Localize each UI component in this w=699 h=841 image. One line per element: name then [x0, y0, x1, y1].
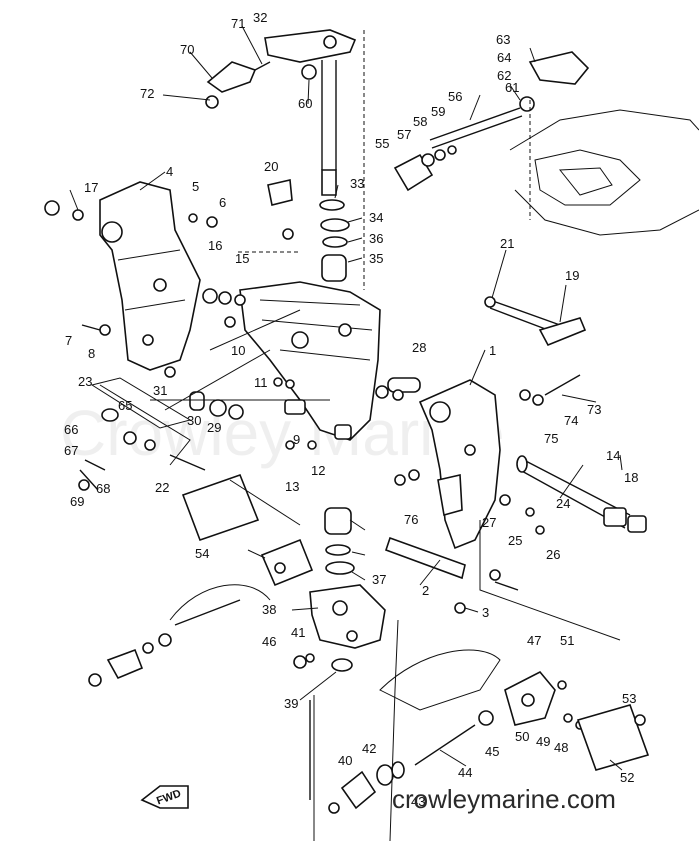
callout-24: 24 [556, 496, 570, 511]
callout-60: 60 [298, 96, 312, 111]
callout-18-right: 18 [624, 470, 638, 485]
callout-69: 69 [70, 494, 84, 509]
callout-26: 26 [546, 547, 560, 562]
right-clamp-bracket [418, 379, 501, 550]
callout-21-upper: 21 [500, 236, 514, 251]
forward-direction-arrow: FWD [140, 785, 189, 809]
callout-53: 53 [622, 691, 636, 706]
callout-59: 59 [431, 104, 445, 119]
callout-32: 32 [253, 10, 267, 25]
callout-76: 76 [404, 512, 418, 527]
callout-71: 71 [231, 16, 245, 31]
callout-36-upper: 36 [369, 231, 383, 246]
callout-58: 58 [413, 114, 427, 129]
callout-62: 62 [497, 68, 511, 83]
callout-35-upper: 35 [369, 251, 383, 266]
callout-70: 70 [180, 42, 194, 57]
callout-5: 5 [192, 179, 199, 194]
callout-42: 42 [362, 741, 376, 756]
callout-28: 28 [412, 340, 426, 355]
callout-67: 67 [64, 443, 78, 458]
tilt-pin [484, 296, 587, 347]
callout-labels: 1 2 3 4 5 6 7 8 9 10 11 12 13 14 15 16 1… [64, 10, 638, 809]
callout-4: 4 [166, 164, 173, 179]
callout-46: 46 [262, 634, 276, 649]
misc-hardware [44, 179, 581, 669]
reference-lines [150, 100, 621, 841]
callout-66: 66 [64, 422, 78, 437]
callout-27: 27 [482, 515, 496, 530]
callout-39: 39 [284, 696, 298, 711]
callout-41-upper: 41 [291, 625, 305, 640]
callout-19: 19 [565, 268, 579, 283]
leader-lines [69, 25, 623, 771]
callout-34: 34 [369, 210, 383, 225]
callout-2: 2 [422, 583, 429, 598]
callout-7: 7 [65, 333, 72, 348]
callout-65: 65 [118, 398, 132, 413]
callout-20: 20 [264, 159, 278, 174]
callout-13: 13 [285, 479, 299, 494]
callout-3: 3 [482, 605, 489, 620]
callout-6: 6 [219, 195, 226, 210]
callout-11: 11 [254, 375, 268, 390]
pump-group [379, 649, 650, 771]
callout-49: 49 [536, 734, 550, 749]
callout-33: 33 [350, 176, 364, 191]
callout-38: 38 [262, 602, 276, 617]
callout-52: 52 [620, 770, 634, 785]
callout-17: 17 [84, 180, 98, 195]
callout-10-upper: 10 [231, 343, 245, 358]
callout-15-upper: 15 [235, 251, 249, 266]
callout-55: 55 [375, 136, 389, 151]
callout-56: 56 [448, 89, 462, 104]
callout-75: 75 [544, 431, 558, 446]
callout-31: 31 [153, 383, 167, 398]
callout-40: 40 [338, 753, 352, 768]
left-hardware-group [78, 377, 244, 491]
callout-29: 29 [207, 420, 221, 435]
callout-47: 47 [527, 633, 541, 648]
callout-23: 23 [78, 374, 92, 389]
left-clamp-bracket [99, 181, 201, 371]
cable-plate-group [181, 473, 314, 587]
tilt-stop-bar [384, 536, 466, 580]
callout-61: 61 [505, 80, 519, 95]
lower-mount-group [309, 507, 386, 672]
callout-73: 73 [587, 402, 601, 417]
engine-outline [509, 109, 699, 236]
bottom-bolt-group [309, 700, 494, 814]
callout-57: 57 [397, 127, 411, 142]
callout-48: 48 [554, 740, 568, 755]
callout-1: 1 [489, 343, 496, 358]
callout-14: 14 [606, 448, 620, 463]
callout-51: 51 [560, 633, 574, 648]
callout-63: 63 [496, 32, 510, 47]
callout-72: 72 [140, 86, 154, 101]
callout-25: 25 [508, 533, 522, 548]
callout-16-upper: 16 [208, 238, 222, 253]
callout-50: 50 [515, 729, 529, 744]
callout-12: 12 [311, 463, 325, 478]
callout-68: 68 [96, 481, 110, 496]
callout-43: 43 [411, 794, 425, 809]
callout-54: 54 [195, 546, 209, 561]
trim-cylinder-group [88, 584, 271, 687]
callout-9: 9 [293, 432, 300, 447]
site-watermark: crowleymarine.com [392, 784, 616, 814]
callout-45: 45 [485, 744, 499, 759]
callout-64: 64 [497, 50, 511, 65]
steering-link-group [393, 51, 590, 192]
callout-30: 30 [187, 413, 201, 428]
tilt-tube [516, 455, 647, 533]
callout-44: 44 [458, 765, 472, 780]
callout-37: 37 [372, 572, 386, 587]
callout-22: 22 [155, 480, 169, 495]
steering-shaft-group [264, 29, 365, 308]
callout-8: 8 [88, 346, 95, 361]
tiller-bracket-group [205, 61, 317, 109]
callout-74: 74 [564, 413, 578, 428]
